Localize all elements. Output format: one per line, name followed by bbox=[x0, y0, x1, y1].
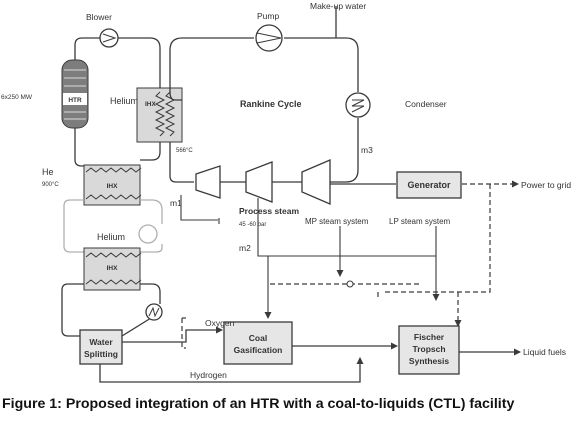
pressure-label: 45 -60 bar bbox=[239, 222, 266, 228]
process-flows bbox=[99, 326, 521, 383]
condenser-label: Condenser bbox=[405, 99, 447, 109]
coal-gasification-box bbox=[223, 321, 293, 365]
mp-steam-label: MP steam system bbox=[305, 217, 369, 226]
pump-label: Pump bbox=[257, 11, 279, 21]
m2-label: m2 bbox=[239, 243, 251, 253]
ihx-rankine bbox=[136, 87, 183, 143]
rankine-loop bbox=[169, 6, 359, 183]
ft-label-3: Synthesis bbox=[409, 356, 449, 366]
pump-icon bbox=[255, 24, 283, 52]
figure-caption: Figure 1: Proposed integration of an HTR… bbox=[2, 396, 515, 412]
water-splitting-loop bbox=[61, 283, 161, 337]
ft-label-1: Fischer bbox=[414, 332, 445, 342]
helium-mid-label: Helium bbox=[97, 232, 125, 242]
m3-label: m3 bbox=[361, 145, 373, 155]
condenser-icon bbox=[345, 92, 371, 118]
htr-label: HTR bbox=[68, 97, 82, 104]
lp-steam-label: LP steam system bbox=[389, 217, 451, 226]
steam-extractions bbox=[180, 195, 440, 319]
process-steam-label: Process steam bbox=[239, 206, 299, 216]
temp-566-label: 566°C bbox=[176, 148, 193, 154]
ihx-helium-2 bbox=[83, 247, 142, 291]
generator-box bbox=[396, 171, 462, 199]
generator-label: Generator bbox=[407, 180, 451, 190]
secondary-helium-loop bbox=[63, 199, 163, 253]
ft-label-2: Tropsch bbox=[412, 344, 445, 354]
water-splitting-label-1: Water bbox=[89, 337, 113, 347]
water-splitting-label-2: Splitting bbox=[84, 349, 118, 359]
blower-icon bbox=[99, 28, 119, 48]
turbine-mp bbox=[245, 161, 273, 203]
ihx-mid-label: IHX bbox=[107, 183, 119, 190]
fischer-tropsch-box bbox=[398, 325, 460, 375]
temp-900-label: 900°C bbox=[42, 182, 59, 188]
he-label: He bbox=[42, 167, 54, 177]
primary-helium-loop bbox=[74, 37, 161, 167]
process-flow-diagram: Blower Pump Make-up water 6x250 MW HTR H… bbox=[1, 1, 571, 383]
helium-circulator-icon bbox=[138, 224, 158, 244]
turbine-hp bbox=[195, 165, 221, 199]
m1-label: m1 bbox=[170, 198, 182, 208]
ihx-bottom-label: IHX bbox=[107, 265, 119, 272]
water-splitting-box bbox=[79, 329, 123, 365]
ihx-top-label: IHX bbox=[145, 101, 157, 108]
hydrogen-label: Hydrogen bbox=[190, 370, 227, 380]
dashed-connections bbox=[181, 184, 491, 349]
power-to-grid-label: Power to grid bbox=[521, 180, 571, 190]
helium-top-label: Helium bbox=[110, 96, 138, 106]
coal-label-1: Coal bbox=[249, 333, 267, 343]
coal-label-2: Gasification bbox=[234, 345, 283, 355]
rankine-cycle-label: Rankine Cycle bbox=[240, 99, 302, 109]
htr-reactor bbox=[61, 59, 89, 129]
ihx-helium-1 bbox=[83, 164, 142, 206]
liquid-fuels-label: Liquid fuels bbox=[523, 347, 566, 357]
makeup-water-label: Make-up water bbox=[310, 1, 366, 11]
oxygen-label: Oxygen bbox=[205, 318, 235, 328]
htr-power-label: 6x250 MW bbox=[1, 94, 33, 101]
blower-label: Blower bbox=[86, 12, 112, 22]
turbine-lp bbox=[301, 159, 331, 205]
